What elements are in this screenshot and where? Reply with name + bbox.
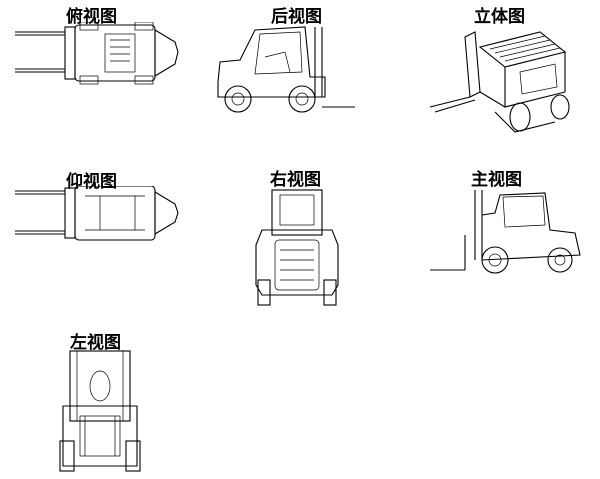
label-bottom-view: 仰视图 <box>66 172 117 192</box>
forklift-isometric-drawing <box>429 31 570 133</box>
label-isometric-view: 立体图 <box>474 7 525 27</box>
label-left-view: 左视图 <box>70 333 121 353</box>
label-rear-view: 后视图 <box>271 7 322 27</box>
label-front-view: 主视图 <box>471 170 522 190</box>
forklift-top-view-drawing <box>15 22 179 85</box>
label-right-view: 右视图 <box>270 170 321 190</box>
forklift-rear-view-drawing <box>217 26 355 113</box>
label-top-view: 俯视图 <box>66 7 117 27</box>
forklift-right-view-drawing <box>255 189 339 306</box>
forklift-front-view-drawing <box>430 190 581 274</box>
forklift-bottom-view-drawing <box>15 186 179 241</box>
forklift-left-view-drawing <box>59 350 141 472</box>
